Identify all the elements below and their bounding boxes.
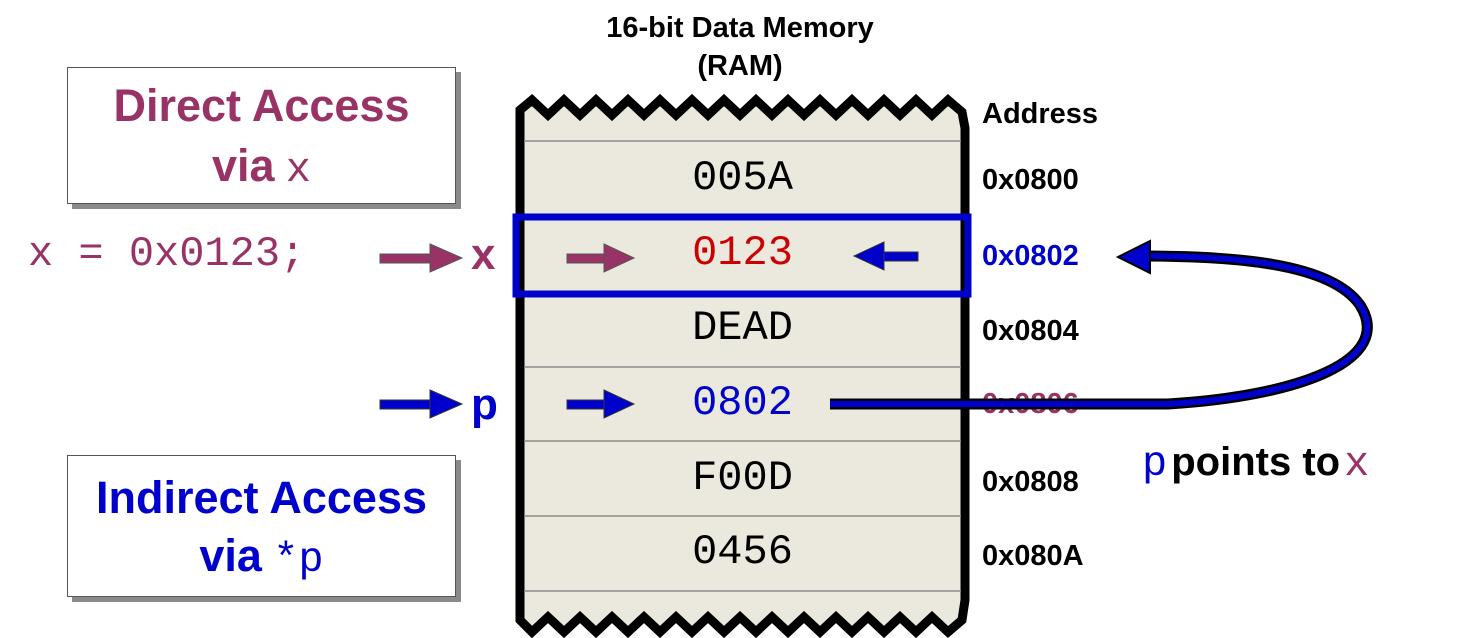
direct-access-via: via x [68,140,455,194]
indirect-access-var: *p [273,536,324,584]
cell-value-080a: 0456 [692,528,793,576]
caption-p: p [1142,440,1168,488]
pointer-curve-inner [830,253,1371,407]
x-cell-highlight [512,213,972,298]
address-0800: 0x0800 [982,164,1079,196]
memory-title-line1: 16-bit Data Memory [606,12,874,44]
x-inner-arrow [566,243,636,273]
cell-value-0808: F00D [692,454,793,502]
indirect-access-box: Indirect Access via *p [67,455,456,597]
x-outer-arrow [379,243,464,273]
caption-text: points to [1171,440,1341,484]
direct-access-title: Direct Access [113,80,410,131]
address-0802: 0x0802 [982,240,1079,272]
p-outer-arrow [379,389,464,419]
indirect-access-title: Indirect Access [96,472,427,523]
memory-title-line2: (RAM) [697,50,783,82]
address-0804: 0x0804 [982,315,1079,347]
p-variable-label: p [471,380,498,429]
address-080a: 0x080A [982,540,1084,572]
caption-x: x [1344,440,1370,488]
pointer-curve-arrowhead [1115,239,1151,275]
direct-access-via-word: via [211,140,275,191]
p-inner-arrow [566,389,636,419]
indirect-access-via: via *p [68,530,455,584]
ram-body [515,93,970,638]
pointer-caption: p points to x [1142,440,1369,488]
assignment-statement: x = 0x0123; [28,230,306,278]
cell-value-0800: 005A [692,154,793,202]
x-variable-label: x [471,230,496,279]
address-header: Address [982,98,1099,130]
direct-access-var: x [285,146,312,194]
cell-value-0802: 0123 [692,229,793,277]
address-0808: 0x0808 [982,466,1079,498]
indirect-access-via-word: via [199,530,262,581]
cell-value-0804: DEAD [692,304,793,352]
cell-value-0806: 0802 [692,379,793,427]
direct-access-box: Direct Access via x [67,67,456,204]
pointer-deref-arrow [852,241,919,271]
